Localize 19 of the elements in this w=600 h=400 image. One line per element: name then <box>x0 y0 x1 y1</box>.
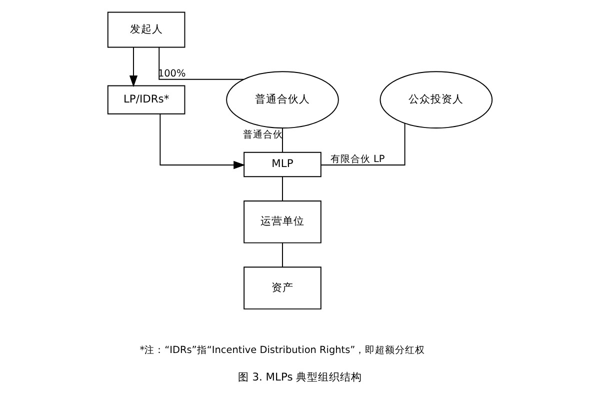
node-box: 运营单位 <box>244 200 322 244</box>
connector <box>320 122 406 166</box>
connector <box>282 242 283 268</box>
label: *注：“IDRs”指“Incentive Distribution Rights”，即超额分红权 <box>140 345 426 356</box>
connector <box>282 128 283 153</box>
arrow <box>160 113 246 170</box>
arrow <box>129 46 138 88</box>
node-ellipse: 公众投资人 <box>380 71 493 128</box>
connector <box>158 46 244 80</box>
node-box: 资产 <box>244 266 322 310</box>
caption: 图 3. MLPs 典型组织结构 <box>238 370 362 384</box>
node-box: MLP <box>244 152 322 178</box>
connector <box>282 176 283 202</box>
edge-label: 100% <box>158 68 186 80</box>
node-ellipse: 普通合伙人 <box>226 71 339 128</box>
node-box: LP/IDRs* <box>107 85 186 114</box>
node-box: 发起人 <box>107 12 186 48</box>
edge-label: 普通合伙 <box>243 129 284 140</box>
edge-label: 有限合伙 LP <box>330 154 385 166</box>
